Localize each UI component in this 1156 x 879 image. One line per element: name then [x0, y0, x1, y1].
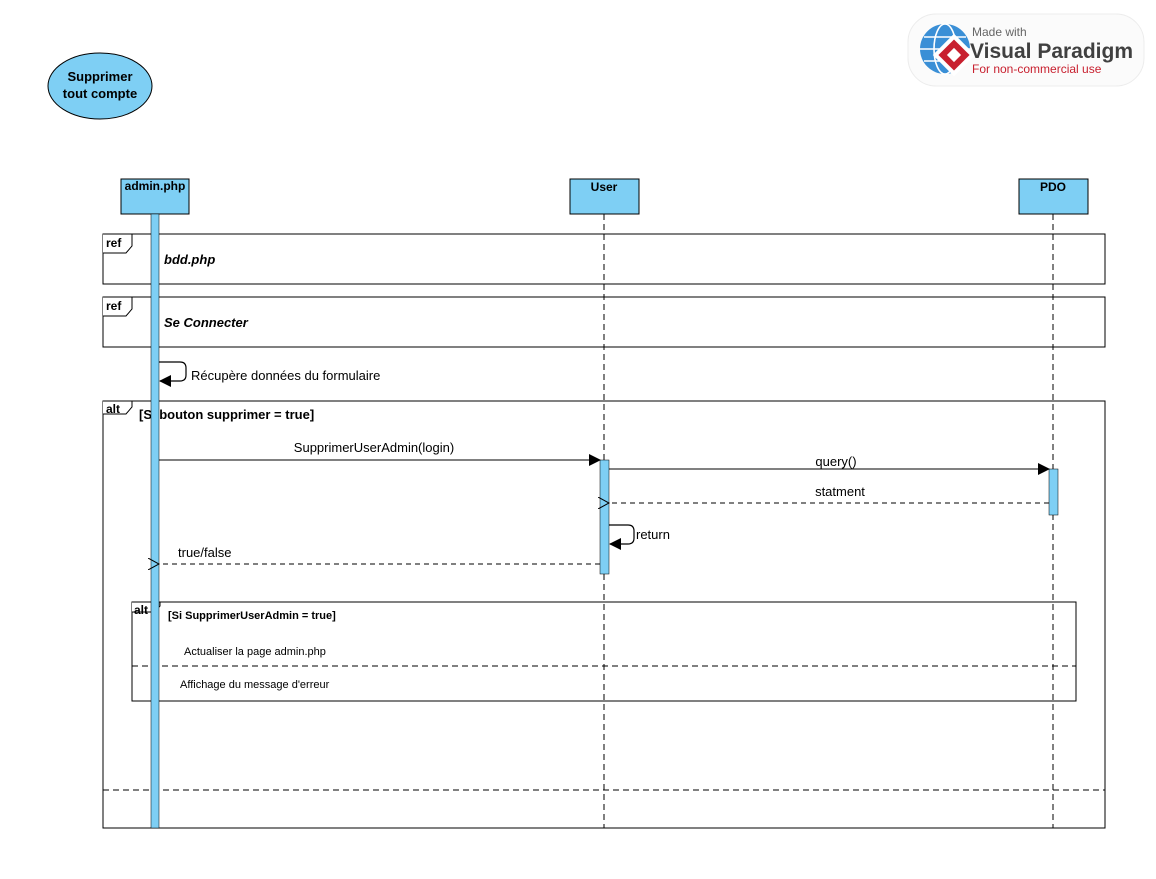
message-supprimer-label: SupprimerUserAdmin(login)	[294, 440, 454, 455]
lifeline-user-label: User	[591, 180, 618, 194]
alt-outer-tag: alt	[106, 402, 120, 416]
lifeline-admin[interactable]: admin.php	[120, 178, 190, 215]
alt-inner-tag: alt	[134, 603, 148, 617]
message-true-false-label: true/false	[178, 545, 231, 560]
use-case-node[interactable]: Supprimer tout compte	[47, 52, 153, 120]
lifeline-pdo-label: PDO	[1040, 180, 1066, 194]
ref-tag-1: ref	[106, 236, 122, 250]
alt-frame-outer[interactable]: alt [Si bouton supprimer = true]	[102, 400, 1106, 829]
message-return-label: return	[636, 527, 670, 542]
alt-inner-branch1: Actualiser la page admin.php	[184, 646, 326, 658]
message-true-false[interactable]: true/false	[159, 545, 600, 564]
alt-inner-branch2: Affichage du message d'erreur	[180, 679, 330, 691]
ref-label-se-connecter: Se Connecter	[164, 315, 249, 330]
message-statment-label: statment	[815, 484, 865, 499]
alt-outer-guard: [Si bouton supprimer = true]	[139, 407, 314, 422]
lifeline-user[interactable]: User	[569, 178, 640, 215]
ref-label-bdd: bdd.php	[164, 252, 215, 267]
use-case-label-line2: tout compte	[63, 86, 137, 101]
activation-admin	[150, 213, 160, 829]
badge-brand: Visual Paradigm	[970, 40, 1133, 63]
use-case-label-line1: Supprimer	[67, 69, 132, 84]
alt-frame-inner[interactable]: alt [Si SupprimerUserAdmin = true] Actua…	[131, 601, 1077, 702]
ref-frame-bdd[interactable]: ref bdd.php	[102, 233, 1106, 285]
ref-tag-2: ref	[106, 299, 122, 313]
message-query[interactable]: query()	[609, 454, 1050, 475]
lifeline-pdo[interactable]: PDO	[1018, 178, 1089, 215]
lifeline-admin-label: admin.php	[125, 179, 186, 193]
message-query-label: query()	[815, 454, 856, 469]
visual-paradigm-badge: Made with Visual Paradigm For non-commer…	[907, 13, 1145, 87]
activation-user	[599, 459, 610, 575]
message-recupere[interactable]: Récupère données du formulaire	[159, 361, 380, 387]
message-return[interactable]: return	[609, 524, 670, 550]
message-supprimer-user-admin[interactable]: SupprimerUserAdmin(login)	[159, 440, 601, 466]
badge-license: For non-commercial use	[972, 62, 1102, 76]
ref-frame-se-connecter[interactable]: ref Se Connecter	[102, 296, 1106, 348]
alt-inner-guard: [Si SupprimerUserAdmin = true]	[168, 610, 336, 622]
badge-made-with: Made with	[972, 25, 1027, 39]
activation-pdo	[1048, 468, 1059, 516]
message-recupere-label: Récupère données du formulaire	[191, 368, 380, 383]
message-statment[interactable]: statment	[609, 484, 1049, 503]
